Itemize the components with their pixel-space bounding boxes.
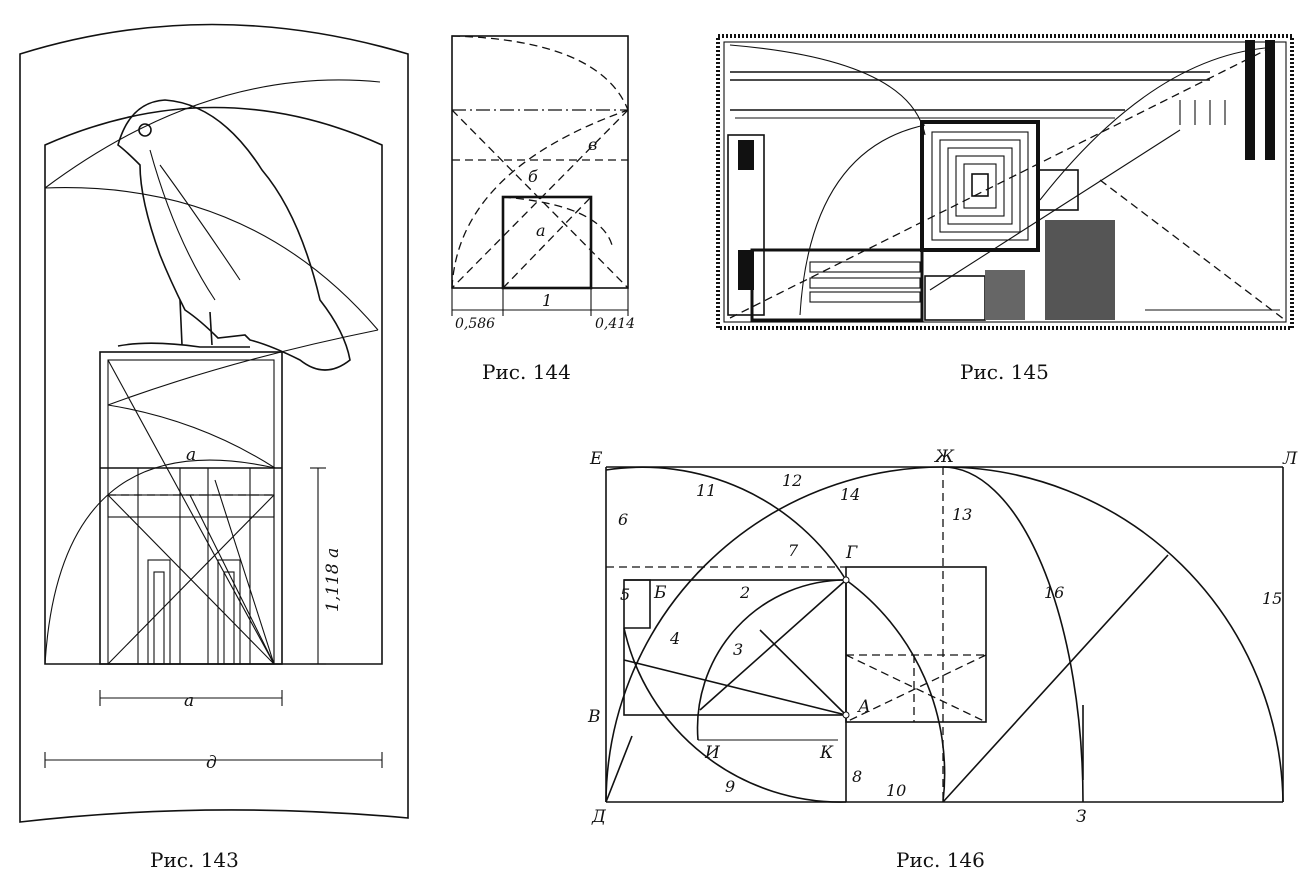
inner-frame <box>44 106 383 665</box>
slab-outline <box>19 23 409 823</box>
point-G: Г <box>845 543 858 563</box>
label-d: д <box>206 753 217 773</box>
arc-15 <box>942 466 1284 803</box>
caption-fig-144: Рис. 144 <box>482 360 571 384</box>
label-a-bottom: a <box>184 691 194 711</box>
point-I: И <box>704 743 721 763</box>
step-11: 11 <box>696 481 716 500</box>
point-E: Е <box>589 449 603 469</box>
step-8: 8 <box>852 767 862 786</box>
label-a: а <box>536 221 546 240</box>
arc-16 <box>942 466 1084 803</box>
step-14: 14 <box>840 485 860 504</box>
arc-14 <box>605 466 944 803</box>
point-A: А <box>857 697 871 717</box>
caption-fig-143: Рис. 143 <box>150 848 239 872</box>
figure-146: Е Ж Л Г Б В А И К Д З 2 3 4 5 6 7 8 9 10… <box>587 447 1298 827</box>
bird-outline <box>117 99 351 371</box>
point-B: Б <box>653 583 667 603</box>
step-13: 13 <box>952 505 972 524</box>
figure-145 <box>716 34 1294 330</box>
step-15: 15 <box>1262 589 1282 608</box>
step-5: 5 <box>620 585 630 604</box>
bird-eye <box>138 123 152 137</box>
pyramid-square <box>920 120 1040 252</box>
plan-border <box>716 34 1294 330</box>
step-10: 10 <box>886 781 906 800</box>
caption-fig-146: Рис. 146 <box>896 848 985 872</box>
figure-143: a 1,118 a a д <box>19 23 409 823</box>
step-6: 6 <box>618 510 628 529</box>
step-3: 3 <box>733 640 743 659</box>
step-12: 12 <box>782 471 802 490</box>
step-4: 4 <box>669 629 680 648</box>
step-9: 9 <box>725 777 735 796</box>
pedestal <box>99 351 283 665</box>
point-L: Л <box>1282 449 1298 469</box>
point-K: К <box>819 743 834 763</box>
inner-square <box>501 195 593 290</box>
dim-mid: 1 <box>542 291 552 310</box>
point-Zh: Ж <box>934 447 955 467</box>
point-D: Д <box>591 807 607 827</box>
point-V: В <box>587 707 601 727</box>
label-v: в <box>588 135 597 154</box>
dim-left: 0,586 <box>455 316 495 332</box>
point-Z: З <box>1076 807 1087 827</box>
figure-144: в б а 0,586 1 0,414 <box>451 35 635 332</box>
dim-right: 0,414 <box>595 316 635 332</box>
step-16: 16 <box>1044 583 1064 602</box>
label-b: б <box>528 167 538 186</box>
step-2: 2 <box>739 583 750 602</box>
label-height: 1,118 a <box>323 548 343 612</box>
label-a-top: a <box>186 445 196 465</box>
step-7: 7 <box>788 541 799 560</box>
caption-fig-145: Рис. 145 <box>960 360 1049 384</box>
